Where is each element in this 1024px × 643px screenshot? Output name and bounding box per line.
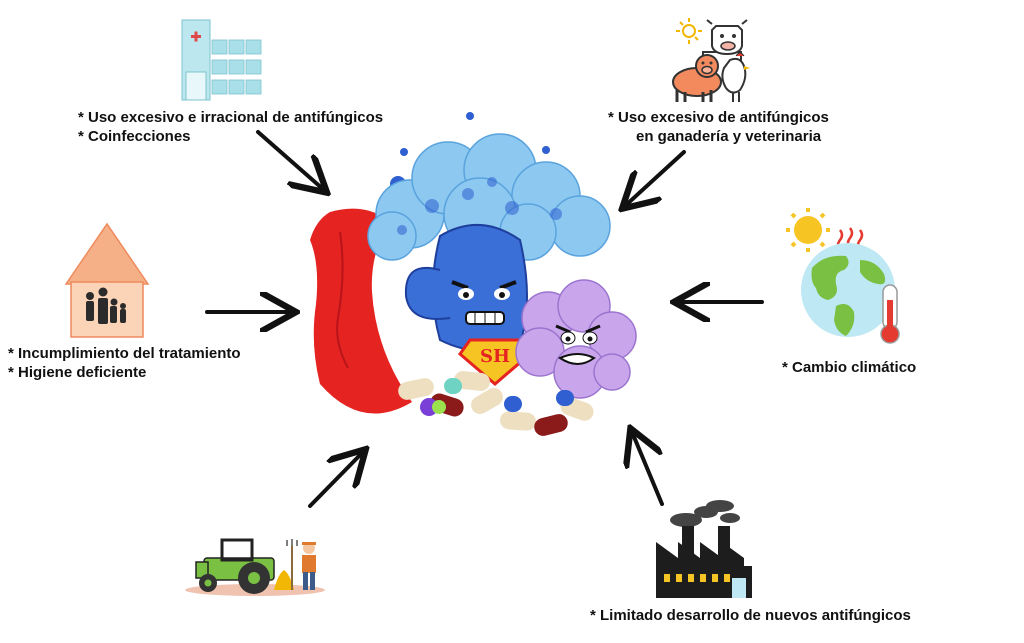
livestock-icon bbox=[672, 18, 750, 102]
sun-icon bbox=[676, 18, 702, 44]
factory-icon bbox=[656, 500, 752, 598]
hospital-icon bbox=[181, 19, 262, 101]
cause-line: * Uso excesivo e irracional de antifúngi… bbox=[78, 109, 384, 126]
climate-cause-label: * Cambio climático bbox=[782, 358, 916, 377]
sun-icon bbox=[786, 208, 830, 252]
cause-line: * Incumplimiento del tratamiento bbox=[8, 345, 241, 362]
arrow-from-industry bbox=[632, 432, 664, 506]
cause-line: * Coinfecciones bbox=[78, 128, 191, 145]
cause-line: en ganadería y veterinaria bbox=[636, 128, 822, 145]
family-house-icon bbox=[64, 222, 150, 338]
home-cause-label: * Incumplimiento del tratamiento * Higie… bbox=[8, 344, 241, 382]
chicken-icon bbox=[721, 52, 750, 102]
hospital-cause-label: * Uso excesivo e irracional de antifúngi… bbox=[78, 108, 383, 146]
farmer-icon bbox=[286, 539, 316, 590]
arrow-from-agriculture bbox=[308, 452, 363, 508]
livestock-cause-label: * Uso excesivo de antifúngicos en ganade… bbox=[608, 108, 829, 146]
thermometer-icon bbox=[880, 284, 900, 344]
pig-icon bbox=[672, 54, 722, 102]
sh-badge: SH bbox=[457, 338, 533, 386]
arrow-from-hospital bbox=[256, 130, 324, 190]
cause-line: * Limitado desarrollo de nuevos antifúng… bbox=[590, 607, 911, 624]
cause-line: * Uso excesivo de antifúngicos bbox=[608, 109, 829, 126]
arrows bbox=[205, 130, 764, 508]
superhero-fungi-icon: SH bbox=[310, 112, 637, 436]
cause-line: * Cambio climático bbox=[782, 359, 917, 376]
smoke-icon bbox=[670, 500, 740, 527]
arrow-from-livestock bbox=[625, 150, 686, 206]
tractor-farmer-icon bbox=[185, 538, 325, 596]
globe-thermometer-icon bbox=[786, 208, 900, 344]
sh-badge-text: SH bbox=[480, 346, 510, 367]
industry-cause-label: * Limitado desarrollo de nuevos antifúng… bbox=[590, 606, 911, 625]
cause-line: * Higiene deficiente bbox=[8, 364, 147, 381]
pills-icon bbox=[398, 371, 594, 436]
